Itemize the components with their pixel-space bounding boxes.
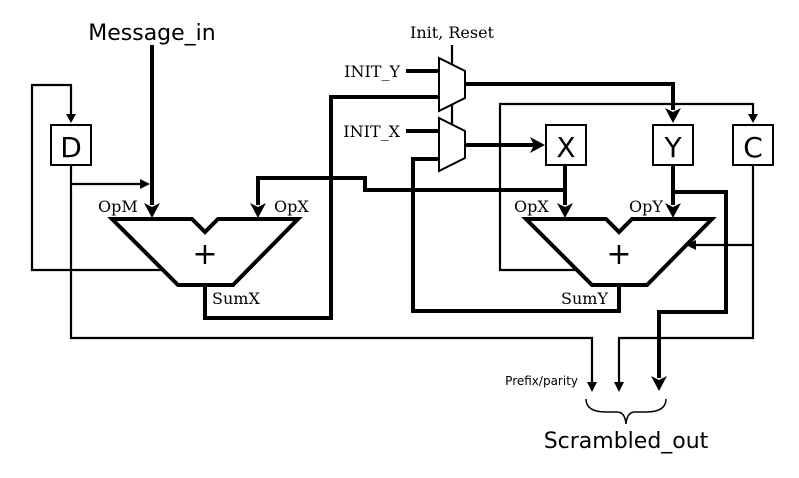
adder-left-opx-label: OpX xyxy=(274,197,309,216)
adder-right-symbol: + xyxy=(606,237,631,272)
adder-right-sum-label: SumY xyxy=(561,289,608,308)
arrow-y-icon xyxy=(665,108,681,123)
wire-d-out xyxy=(69,165,597,392)
register-c-label: C xyxy=(743,131,763,164)
wire-c-loop xyxy=(498,102,758,272)
output-brace-icon xyxy=(585,398,667,425)
wire-message-in xyxy=(144,45,160,218)
arrow-right-opx-icon xyxy=(557,203,573,218)
adder-left-symbol: + xyxy=(192,237,217,272)
adder-right-opx-label: OpX xyxy=(514,197,549,216)
adder-left-opm-label: OpM xyxy=(98,197,138,216)
wire-x-out xyxy=(250,165,573,218)
init-y-label: INIT_Y xyxy=(344,62,400,81)
adder-right: + xyxy=(521,217,717,287)
arrow-prefix-icon xyxy=(587,382,597,392)
init-reset-label: Init, Reset xyxy=(410,23,495,42)
prefix-parity-label: Prefix/parity xyxy=(505,374,578,388)
mux-y xyxy=(438,56,466,113)
wire-y-out xyxy=(651,165,728,391)
arrow-left-opx-icon xyxy=(250,203,266,218)
register-x: X xyxy=(545,124,587,166)
register-y-label: Y xyxy=(663,131,682,164)
scrambled-out-label: Scrambled_out xyxy=(544,429,709,454)
wire-mux-x-out xyxy=(465,137,545,153)
adder-left-sum-label: SumX xyxy=(212,289,260,308)
register-d-label: D xyxy=(60,131,82,164)
arrow-out-icon xyxy=(651,376,667,391)
wire-d-feedback xyxy=(30,83,162,272)
arrow-d-to-opm-icon xyxy=(140,179,150,189)
register-y: Y xyxy=(652,124,694,166)
message-in-label: Message_in xyxy=(88,21,215,46)
wire-mux-y-out xyxy=(465,82,681,123)
arrow-x-icon xyxy=(530,137,545,153)
adder-left: + xyxy=(107,217,303,287)
wire-sumy xyxy=(411,157,621,313)
adder-right-opy-label: OpY xyxy=(629,197,663,216)
arrow-carry-icon xyxy=(686,240,696,250)
register-c: C xyxy=(732,124,774,166)
wire-c-out xyxy=(614,165,755,392)
register-d: D xyxy=(50,124,92,166)
init-x-label: INIT_X xyxy=(343,122,400,141)
mux-x xyxy=(438,116,466,173)
arrow-opm-icon xyxy=(144,203,160,218)
wire-sumx xyxy=(203,95,440,320)
arrow-opy-icon xyxy=(665,203,681,218)
arrow-d-icon xyxy=(66,114,76,123)
register-x-label: X xyxy=(556,131,575,164)
arrow-c-icon xyxy=(748,114,758,123)
arrow-c-out-icon xyxy=(614,382,624,392)
